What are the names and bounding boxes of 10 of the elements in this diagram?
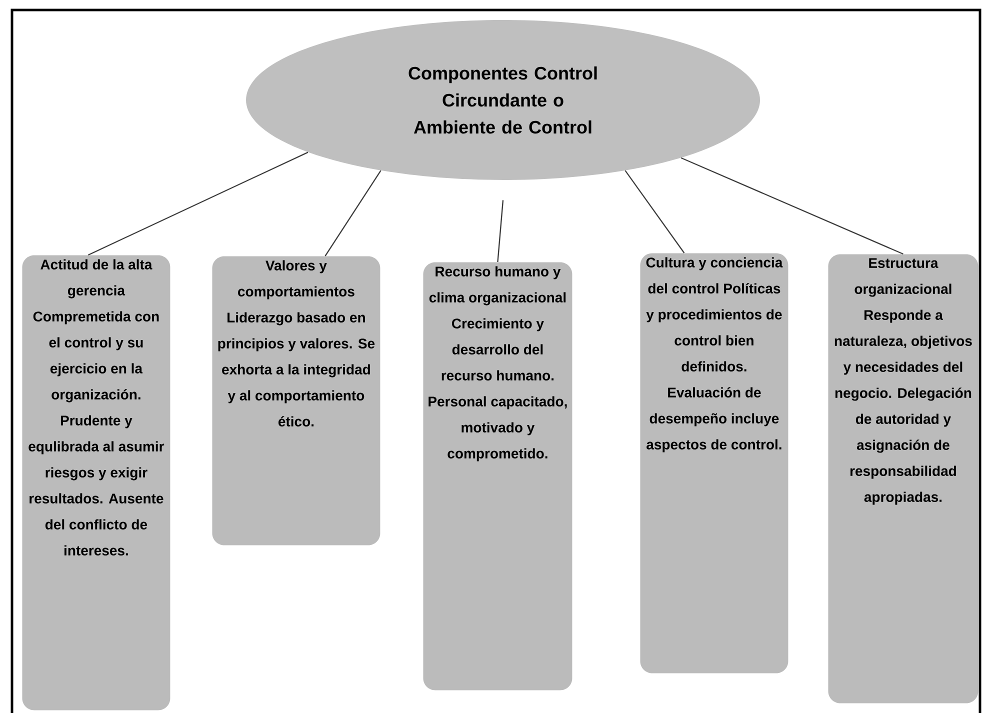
component-box: Actitud de la alta gerencia Compremetida con el control y su ejercicio en la organización. Prudente y equlibrada al asumir riesgos y exigir resultados. Ausente del conflicto de intereses. [22,255,170,710]
component-box: Recurso humano y clima organizacional Crecimiento y desarrollo del recurso humano. Personal capacitado, motivado y comprometido. [423,262,572,690]
connector-line [497,200,504,262]
connector-line [324,170,382,256]
connector-line [680,157,904,255]
component-box: Valores y comportamientos Liderazgo basado en principios y valores. Se exhorta a la integridad y al comportamiento ético. [212,256,380,546]
connector-line [624,170,685,254]
connector-line [88,152,308,256]
component-box: Cultura y conciencia del control Políticas y procedimientos de control bien definidos. Evaluación de desempeño incluye aspectos de control. [640,253,788,674]
component-box: Estructura organizacional Responde a naturaleza, objetivos y necesidades del negocio. Delegación de autoridad y asignación de responsabilidad apropiadas. [828,254,978,704]
